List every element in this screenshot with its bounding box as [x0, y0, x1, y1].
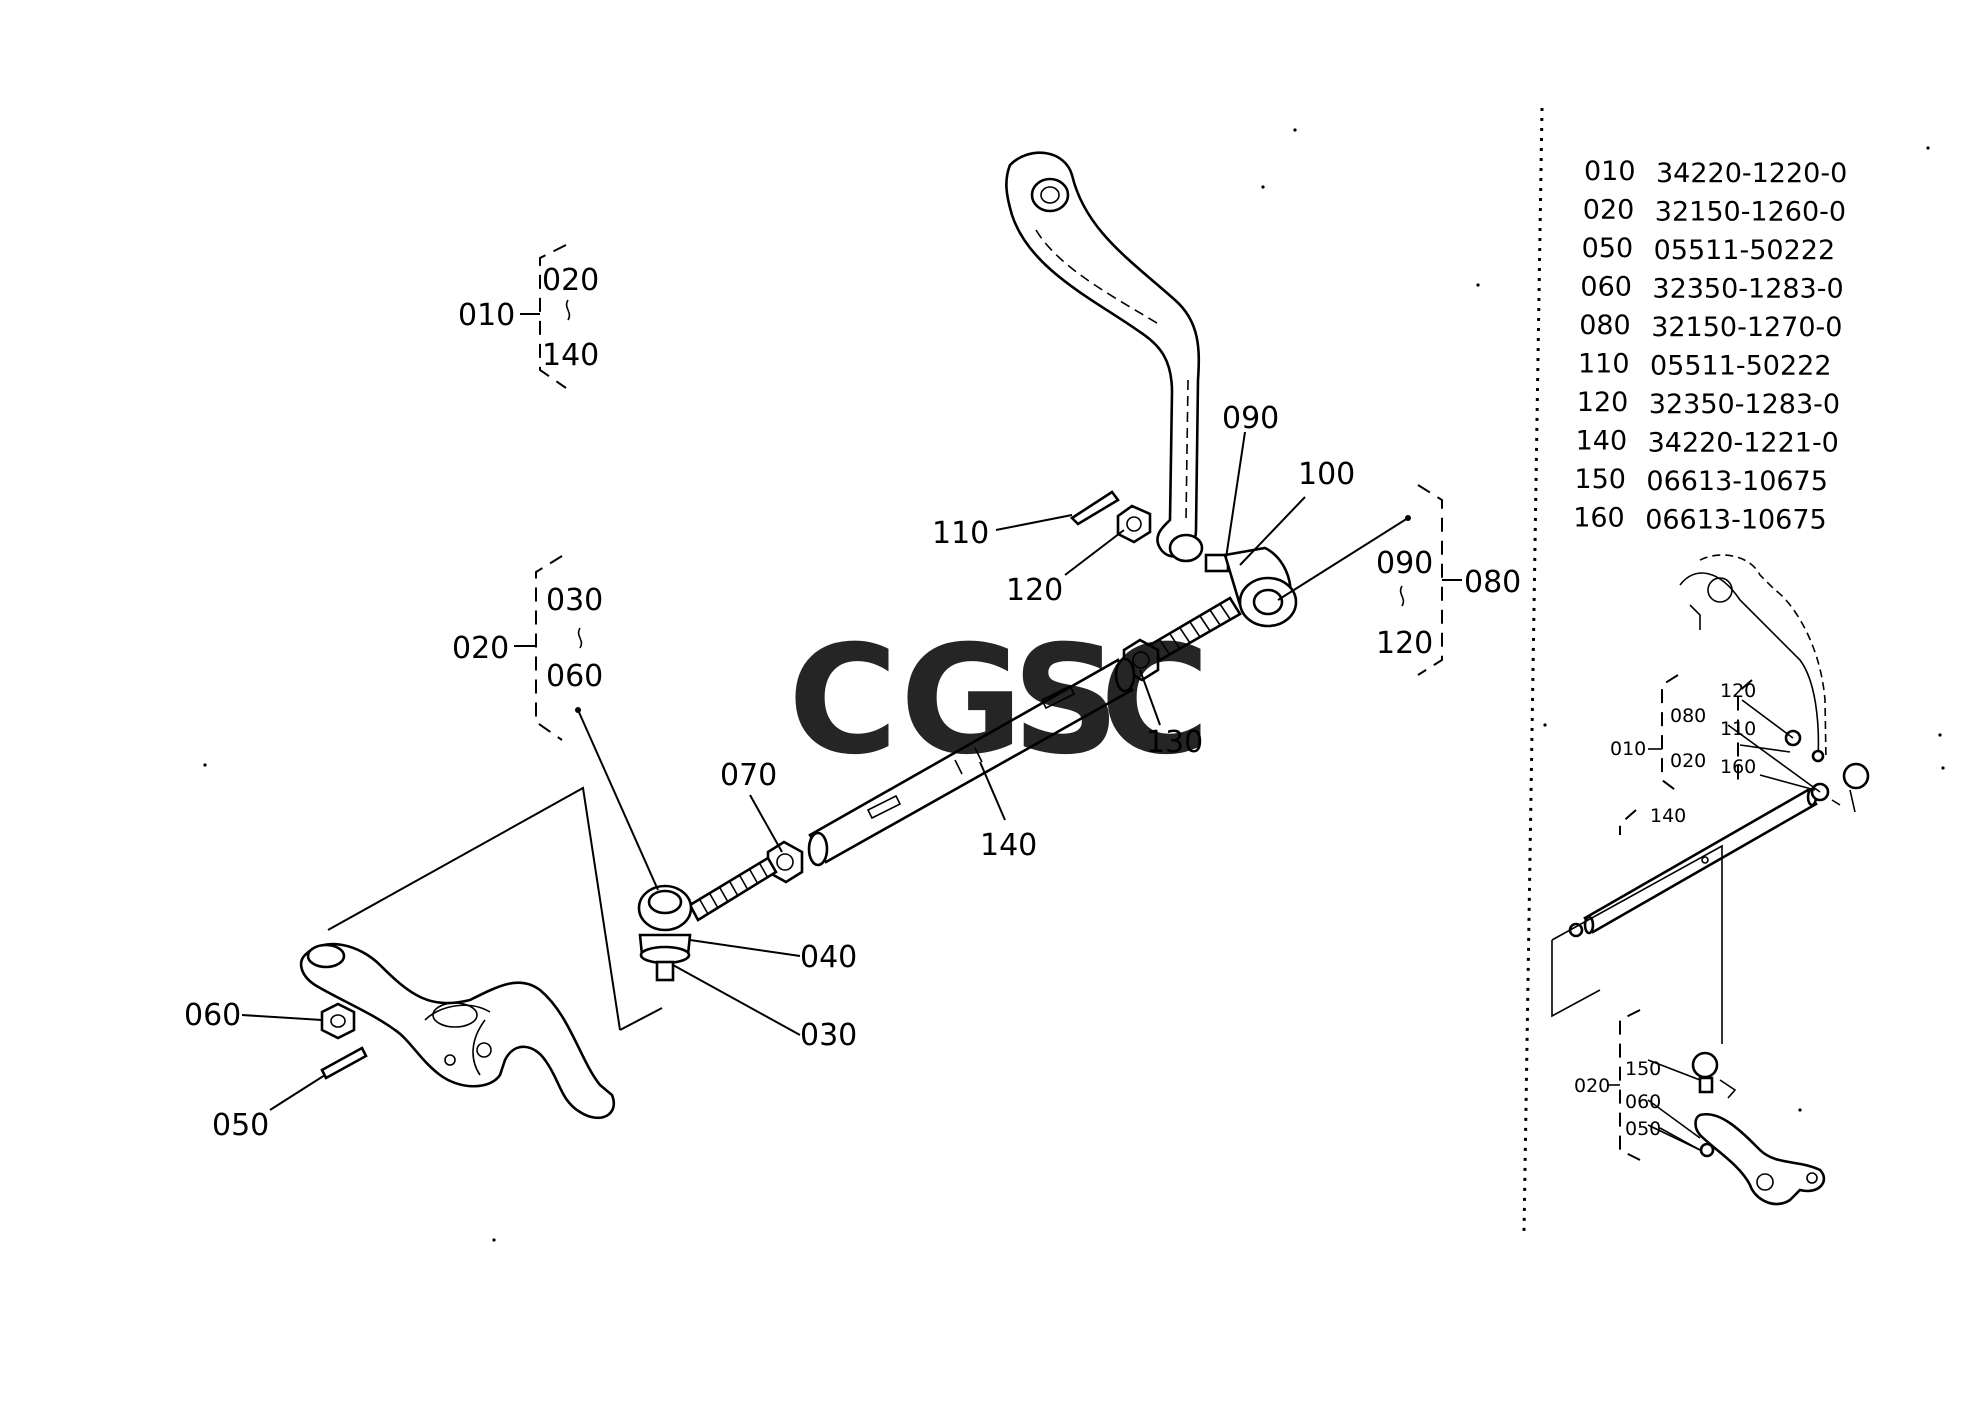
mini-label-020b: 020 [1574, 1075, 1610, 1097]
parts-list-row: 080 32150-1270-0 [1579, 310, 1842, 343]
nut-070 [766, 840, 804, 884]
parts-list-row: 010 34220-1220-0 [1584, 156, 1847, 189]
cotter-pin-110 [1069, 490, 1120, 526]
parts-list-number: 06613-10675 [1646, 466, 1828, 497]
parts-list-row: 060 32350-1283-0 [1580, 272, 1843, 305]
pitman-boss [1168, 533, 1204, 563]
callout-120: 120 [1006, 573, 1063, 608]
parts-list-row: 160 06613-10675 [1573, 503, 1827, 536]
mini-diagram: 120 080 110 010 020 160 140 150 060 050 … [1551, 554, 1870, 1206]
thread-left [688, 856, 778, 922]
callout-060: 060 [184, 998, 241, 1033]
callout-labels: 010 020 140 020 030 060 080 090 120 110 … [184, 263, 1521, 1143]
callout-080: 080 [1464, 565, 1521, 600]
parts-list-ref: 080 [1579, 310, 1631, 341]
pitman-arm [1005, 151, 1201, 558]
callout-090: 090 [1222, 401, 1279, 436]
parts-list-ref: 150 [1574, 464, 1626, 495]
parts-list-number: 32150-1260-0 [1655, 197, 1846, 228]
callout-040: 040 [800, 940, 857, 975]
callout-020: 020 [452, 631, 509, 666]
parts-list-row: 120 32350-1283-0 [1577, 387, 1840, 420]
parts-list-ref: 160 [1573, 503, 1625, 534]
mini-label-120: 120 [1720, 680, 1756, 702]
group-bracket-080 [1399, 484, 1462, 676]
callout-010-to: 140 [542, 338, 599, 373]
parts-list-number: 05511-50222 [1654, 235, 1836, 266]
callout-130: 130 [1146, 725, 1203, 760]
cotter-pin-050 [320, 1046, 368, 1080]
callout-110: 110 [932, 516, 989, 551]
parts-list-ref: 010 [1584, 156, 1636, 187]
mini-label-080: 080 [1670, 705, 1706, 727]
projection-line-left-b [619, 1007, 663, 1031]
divider-line [1522, 107, 1544, 1233]
callout-050: 050 [212, 1108, 269, 1143]
parts-list-ref: 140 [1576, 426, 1628, 457]
castle-nut-060 [320, 1002, 356, 1040]
parts-list-row: 020 32150-1260-0 [1583, 195, 1846, 228]
parts-list-ref: 110 [1578, 349, 1630, 380]
parts-list-number: 34220-1220-0 [1656, 158, 1847, 189]
watermark-letter-1: C [788, 614, 898, 788]
parts-list-ref: 020 [1583, 195, 1635, 226]
mini-label-150: 150 [1625, 1058, 1661, 1080]
callout-030: 030 [800, 1018, 857, 1053]
parts-list-number: 32350-1283-0 [1652, 274, 1843, 305]
tie-rod-end-100 [1223, 546, 1298, 628]
watermark-letter-2: G [900, 614, 1023, 788]
knuckle-arm [299, 942, 615, 1120]
parts-list-ref: 120 [1577, 387, 1629, 418]
parts-list-number: 34220-1221-0 [1648, 428, 1839, 459]
tie-rod-end-040 [637, 884, 693, 982]
watermark: C G S C [788, 614, 1210, 788]
mini-label-050: 050 [1625, 1118, 1661, 1140]
mini-label-060: 060 [1625, 1091, 1661, 1113]
tie-rod-tube-140 [807, 657, 1136, 867]
parts-list-ref: 050 [1582, 233, 1634, 264]
parts-list-number: 05511-50222 [1650, 351, 1832, 382]
mini-label-010: 010 [1610, 738, 1646, 760]
watermark-letter-4: C [1100, 614, 1210, 788]
callout-070: 070 [720, 758, 777, 793]
mini-label-110: 110 [1720, 718, 1756, 740]
parts-list: 010 34220-1220-0 020 32150-1260-0 050 05511-5… [1573, 156, 1847, 536]
parts-list-number: 32350-1283-0 [1649, 389, 1840, 420]
castle-nut-120 [1116, 504, 1152, 544]
leader-lines [241, 431, 1411, 1111]
group-bracket-020 [514, 555, 583, 741]
mini-label-140: 140 [1650, 805, 1686, 827]
parts-list-number: 06613-10675 [1645, 505, 1827, 536]
callout-080-to: 120 [1376, 626, 1433, 661]
parts-list-row: 140 34220-1221-0 [1576, 426, 1839, 459]
group-bracket-010 [520, 244, 571, 389]
callout-140: 140 [980, 828, 1037, 863]
scan-specks [203, 128, 1945, 1242]
watermark-letter-3: S [1012, 614, 1120, 788]
mini-label-020a: 020 [1670, 750, 1706, 772]
parts-list-row: 050 05511-50222 [1582, 233, 1836, 266]
callout-020-to: 060 [546, 659, 603, 694]
parts-list-row: 150 06613-10675 [1574, 464, 1828, 497]
callout-020-from: 030 [546, 583, 603, 618]
parts-list-ref: 060 [1580, 272, 1632, 303]
callout-100: 100 [1298, 457, 1355, 492]
callout-080-from: 090 [1376, 546, 1433, 581]
callout-010: 010 [458, 298, 515, 333]
callout-010-from: 020 [542, 263, 599, 298]
parts-list-number: 32150-1270-0 [1651, 312, 1842, 343]
mini-label-160: 160 [1720, 756, 1756, 778]
parts-list-row: 110 05511-50222 [1578, 349, 1832, 382]
projection-line-left [327, 786, 621, 1031]
